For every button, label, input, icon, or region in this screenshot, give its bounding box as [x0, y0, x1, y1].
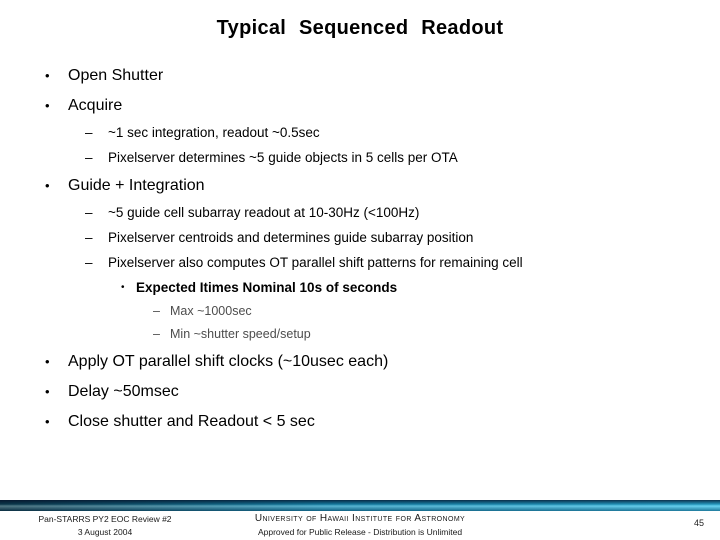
bullet-list: •Open Shutter•Acquire–~1 sec integration… — [0, 41, 720, 432]
bullet-icon: • — [121, 282, 125, 293]
bullet-item: –~1 sec integration, readout ~0.5sec — [0, 124, 720, 141]
bullet-text: Pixelserver also computes OT parallel sh… — [108, 255, 523, 270]
bullet-icon: • — [45, 384, 50, 399]
dash-icon: – — [85, 205, 93, 220]
bullet-item: –Pixelserver also computes OT parallel s… — [0, 254, 720, 271]
bullet-text: Pixelserver centroids and determines gui… — [108, 230, 474, 245]
bullet-item: • Apply OT parallel shift clocks (~10usec… — [0, 352, 720, 372]
bullet-text: Guide + Integration — [68, 177, 205, 194]
dash-icon: – — [153, 304, 160, 318]
footer-organization: University of Hawaii Institute for Astro… — [254, 513, 466, 524]
bullet-text: Delay ~50msec — [68, 383, 179, 400]
bullet-item: –Max ~1000sec — [0, 303, 720, 319]
bullet-text: Acquire — [68, 97, 123, 114]
bullet-text: Close shutter and Readout < 5 sec — [68, 413, 315, 430]
bullet-text: ~1 sec integration, readout ~0.5sec — [108, 125, 320, 140]
footer-review-title: Pan-STARRS PY2 EOC Review #2 — [38, 514, 172, 524]
bullet-item: –~5 guide cell subarray readout at 10-30… — [0, 204, 720, 221]
bullet-item: –Pixelserver centroids and determines gu… — [0, 229, 720, 246]
bullet-text: Min ~shutter speed/setup — [170, 327, 311, 341]
bullet-text: Apply OT parallel shift clocks (~10usec … — [68, 353, 389, 370]
bullet-item: • Open Shutter — [0, 66, 720, 86]
dash-icon: – — [85, 255, 93, 270]
footer-left-block: Pan-STARRS PY2 EOC Review #2 3 August 20… — [15, 513, 195, 539]
footer-date: 3 August 2004 — [77, 527, 133, 537]
bullet-item: –Pixelserver determines ~5 guide objects… — [0, 149, 720, 166]
bullet-item: • Guide + Integration — [0, 176, 720, 196]
bullet-text: Pixelserver determines ~5 guide objects … — [108, 150, 458, 165]
bullet-item: –Min ~shutter speed/setup — [0, 326, 720, 342]
bullet-icon: • — [45, 178, 50, 193]
page-number: 45 — [693, 518, 704, 528]
footer-release-statement: Approved for Public Release - Distributi… — [257, 527, 463, 537]
bullet-text: Open Shutter — [68, 67, 164, 84]
dash-icon: – — [153, 327, 160, 341]
footer-center-block: University of Hawaii Institute for Astro… — [210, 512, 510, 538]
bullet-text: Expected Itimes Nominal 10s of seconds — [136, 280, 398, 295]
dash-icon: – — [85, 150, 93, 165]
bullet-icon: • — [45, 414, 50, 429]
footer-divider-bar — [0, 500, 720, 511]
bullet-icon: • — [45, 98, 50, 113]
bullet-icon: • — [45, 354, 50, 369]
bullet-item: • Acquire — [0, 96, 720, 116]
bullet-icon: • — [45, 68, 50, 83]
bullet-item: • Delay ~50msec — [0, 382, 720, 402]
bullet-text: ~5 guide cell subarray readout at 10-30H… — [108, 205, 420, 220]
bullet-item: • Expected Itimes Nominal 10s of seconds — [0, 279, 720, 296]
bullet-text: Max ~1000sec — [170, 304, 252, 318]
dash-icon: – — [85, 125, 93, 140]
slide-title: Typical Sequenced Readout — [216, 17, 504, 39]
dash-icon: – — [85, 230, 93, 245]
bullet-item: • Close shutter and Readout < 5 sec — [0, 412, 720, 432]
